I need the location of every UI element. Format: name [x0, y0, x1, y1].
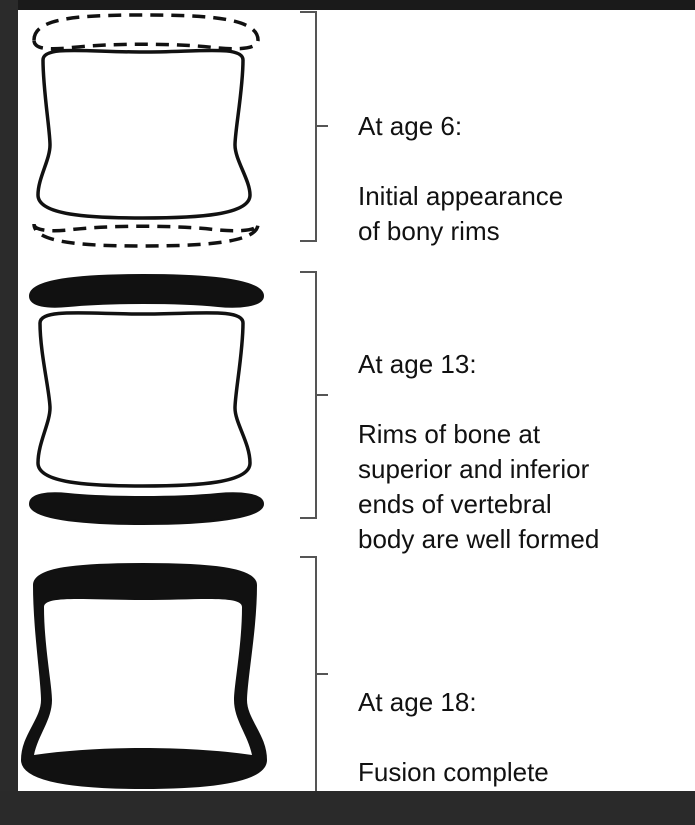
bracket [300, 557, 328, 791]
vertebral-body-interior [34, 599, 252, 755]
stage-age-6-caption: At age 6: Initial appearance of bony rim… [358, 74, 563, 284]
vertebral-body [38, 313, 250, 486]
inferior-bony-rim [30, 493, 263, 524]
description: Fusion complete [358, 755, 549, 790]
window-frame-left [0, 0, 18, 791]
window-frame-top [0, 0, 695, 10]
stage-age-18-figure [18, 550, 695, 791]
bracket [300, 12, 328, 241]
superior-rim-outline [34, 15, 258, 49]
bracket [300, 272, 328, 518]
age-label: At age 18: [358, 685, 549, 720]
stage-age-18-caption: At age 18: Fusion complete [358, 650, 549, 825]
vertebral-body [38, 50, 250, 218]
age-label: At age 6: [358, 109, 563, 144]
inferior-rim-outline [34, 224, 258, 246]
diagram-panel: At age 6: Initial appearance of bony rim… [18, 10, 695, 791]
description: Rims of bone at superior and inferior en… [358, 417, 599, 557]
stage-age-18: At age 18: Fusion complete [18, 550, 695, 791]
stage-age-6-figure [18, 10, 695, 255]
stage-age-13: At age 13: Rims of bone at superior and … [18, 268, 695, 530]
stage-age-6: At age 6: Initial appearance of bony rim… [18, 10, 695, 255]
description: Initial appearance of bony rims [358, 179, 563, 249]
superior-bony-rim [30, 275, 263, 307]
age-label: At age 13: [358, 347, 599, 382]
